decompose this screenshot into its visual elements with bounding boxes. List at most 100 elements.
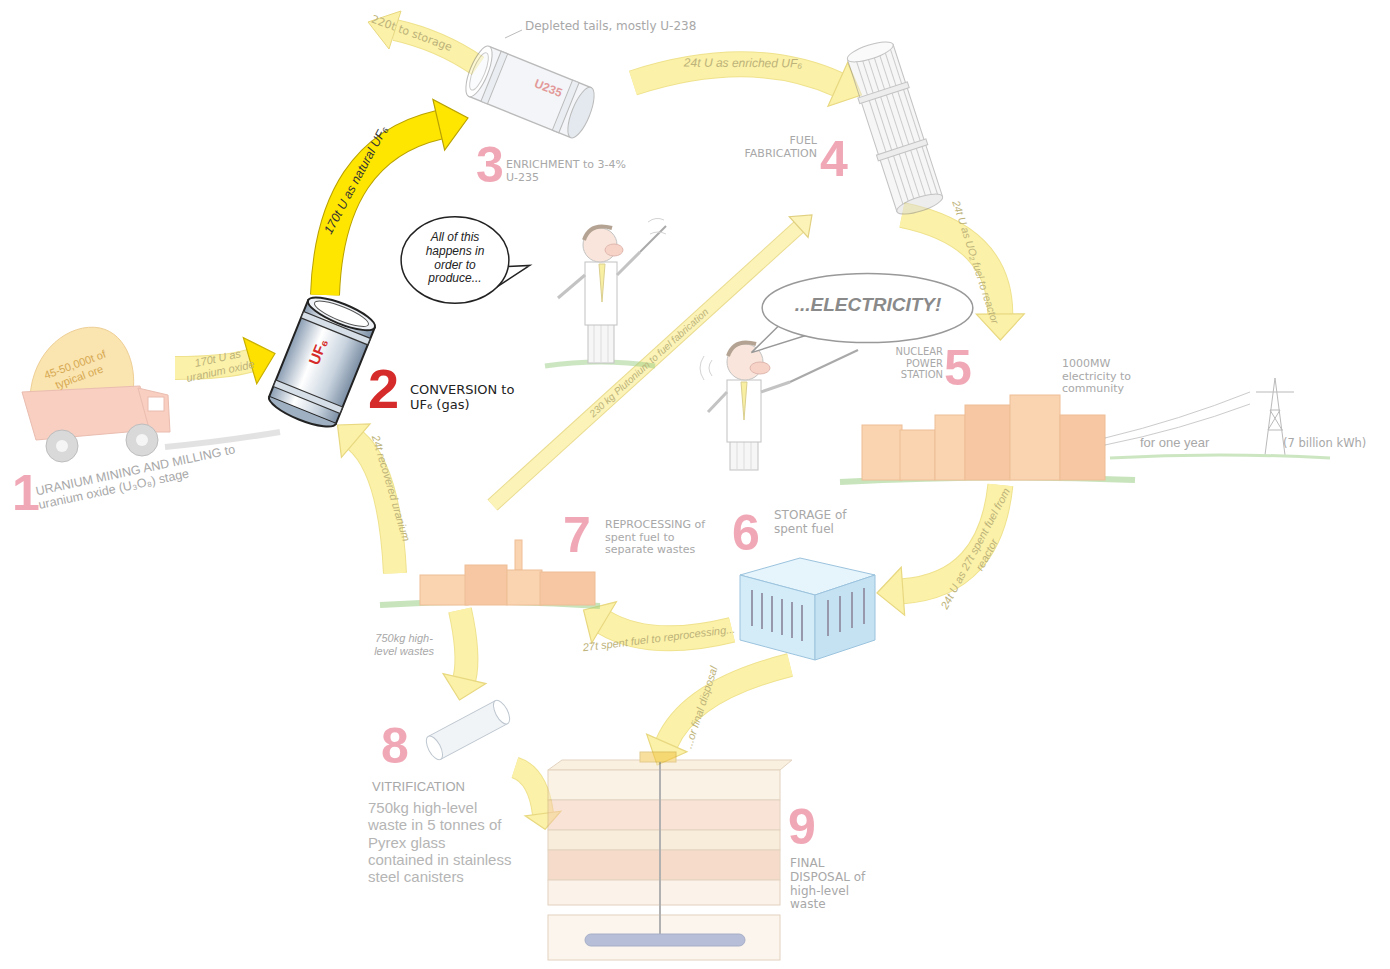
note-label: 1000MW electricity to community <box>1062 358 1157 396</box>
flow-label: 170t U as natural UF₆ <box>310 102 403 259</box>
transmission-line <box>1105 392 1250 438</box>
cylinder-label: UF₆ <box>301 327 334 376</box>
presenter-figure <box>730 440 758 470</box>
flow-label: 24t U as 27t spent fuel from reactor <box>934 480 1027 624</box>
fuel-bundle <box>867 55 915 203</box>
speech-bubble: ...ELECTRICITY! <box>760 272 975 344</box>
transmission-line <box>1110 455 1330 458</box>
power-station <box>840 395 1135 482</box>
presenter-figure <box>727 380 761 442</box>
arrow-outline <box>515 768 543 814</box>
callout-number: 3 <box>476 137 510 195</box>
flow-label: 230 kg Plutonium to fuel fabrication <box>549 271 749 454</box>
mining-truck <box>22 327 280 462</box>
reprocessing-plant <box>465 565 507 605</box>
fuel-bundle <box>856 59 904 207</box>
flow-label: ...or final disposal <box>675 643 727 771</box>
glass-canister <box>490 698 513 727</box>
power-station <box>862 425 902 480</box>
power-station <box>1010 395 1060 480</box>
fuel-bundle <box>873 53 921 201</box>
glass-canister <box>423 734 446 763</box>
speech-bubble: All of this happens in order to produce.… <box>400 215 510 305</box>
presenter-figure <box>741 382 747 420</box>
stage-label: REPROCESSING of spent fuel to separate w… <box>605 519 717 557</box>
fuel-bundle <box>845 38 895 66</box>
reprocessing-plant <box>515 540 522 570</box>
tails-arrow <box>505 30 522 38</box>
presenter-figure <box>608 325 609 362</box>
flow-arrow <box>493 215 813 505</box>
fuel-bundle <box>890 48 938 196</box>
flow-label: 750kg high-level wastes <box>369 632 439 657</box>
power-station <box>1060 415 1105 480</box>
power-station <box>965 405 1010 480</box>
arrow-head <box>443 674 486 700</box>
presenter-figure <box>737 442 738 469</box>
flow-arrow <box>647 665 790 765</box>
callout-number: 8 <box>381 718 421 776</box>
power-station <box>935 415 965 480</box>
stage-label: VITRIFICATION <box>372 780 497 795</box>
presenter-figure <box>728 343 756 357</box>
mining-truck <box>126 424 158 456</box>
enriched-cylinder <box>563 84 600 141</box>
geologic-repository <box>548 770 780 800</box>
spent-fuel-pool <box>752 588 864 641</box>
presenter-figure <box>708 392 727 412</box>
uf6-cylinder <box>273 380 342 413</box>
presenter-figure <box>761 382 790 392</box>
ore-label: 45-50,000t of typical ore <box>30 343 123 398</box>
mining-truck <box>46 430 78 462</box>
reprocessing-plant <box>540 572 595 605</box>
uf6-cylinder <box>304 291 378 337</box>
flow-label: 220t to storage <box>369 14 477 64</box>
fuel-bundle <box>847 44 942 211</box>
presenter-figure <box>700 356 712 380</box>
fuel-bundle <box>879 51 927 199</box>
glass-canister <box>423 698 513 762</box>
geologic-repository <box>585 934 745 946</box>
stage-note: 750kg high-level waste in 5 tonnes of Py… <box>368 799 513 885</box>
arrow-outline <box>493 227 799 505</box>
flow-label: 24t U as enriched UF₆ <box>643 57 843 72</box>
note-label: (7 billion kWh) <box>1283 437 1388 450</box>
stage-group: NUCLEAR POWER STATION5 <box>860 340 1055 485</box>
presenter-figure <box>584 227 612 241</box>
callout-number: 6 <box>732 505 772 563</box>
stage-label: NUCLEAR POWER STATION <box>868 346 943 381</box>
presenter-figure <box>594 325 595 362</box>
flow-label: 24t U as UO₂ fuel to reactor <box>939 165 1012 359</box>
geologic-repository <box>548 880 780 905</box>
geologic-repository <box>548 830 780 850</box>
presenter-figure <box>751 442 752 469</box>
enriched-cylinder <box>466 51 492 93</box>
presenter-figure <box>599 264 605 302</box>
power-station <box>900 430 935 480</box>
presenter-figure <box>750 362 770 374</box>
reprocessing-plant <box>507 570 542 605</box>
presenter-figure <box>700 343 858 471</box>
arrow-head <box>338 424 371 457</box>
stage-label: CONVERSION to UF₆ (gas) <box>410 383 522 413</box>
presenter-figure <box>617 252 640 275</box>
callout-number: 5 <box>944 340 984 398</box>
geologic-repository <box>659 762 661 940</box>
stage-group: 7REPROCESSING of spent fuel to separate … <box>395 505 720 610</box>
uf6-cylinder <box>265 291 378 433</box>
arrow-head <box>789 215 812 237</box>
stage-label: URANIUM MINING AND MILLING to uranium ox… <box>34 440 250 513</box>
bubble-outline <box>401 217 509 303</box>
stage-label: ENRICHMENT to 3-4% U-235 <box>506 159 628 184</box>
mining-truck <box>148 397 164 411</box>
callout-number: 2 <box>368 357 408 421</box>
flow-label: 170t U as uranium oxide <box>175 343 262 385</box>
stage-label: STORAGE of spent fuel <box>774 509 874 537</box>
arrow-band <box>515 768 543 814</box>
fuel-bundle <box>858 82 909 104</box>
flow-arrow <box>338 424 396 573</box>
